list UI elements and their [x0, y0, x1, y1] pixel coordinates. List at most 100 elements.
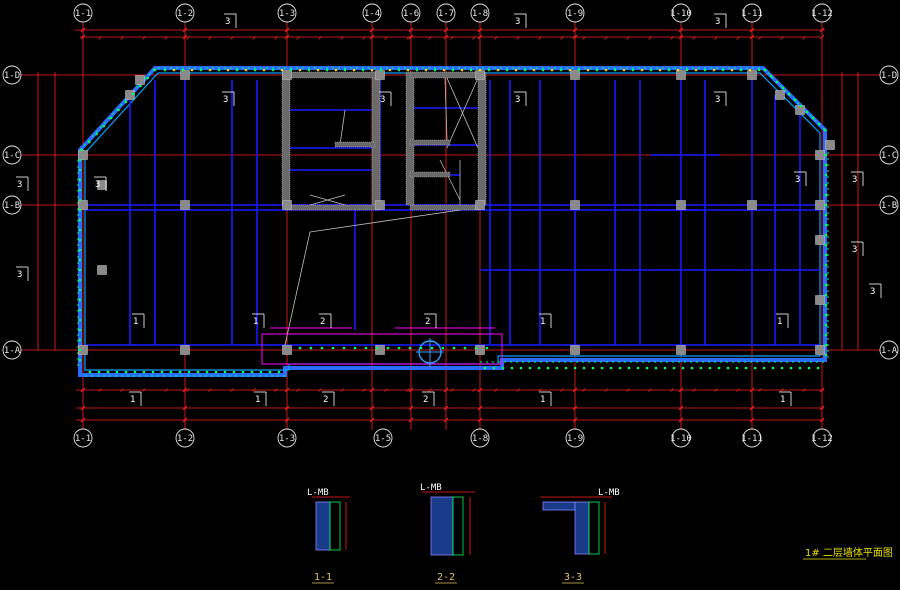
dim-tick	[516, 388, 520, 392]
dim-tick	[406, 36, 410, 40]
rebar-marker	[325, 68, 329, 72]
section-mark: 1	[132, 313, 145, 328]
grid-bubble-circle	[879, 65, 899, 85]
section-mark: 2	[424, 313, 437, 328]
section-mark: 2	[319, 313, 332, 328]
rebar-marker	[739, 68, 743, 72]
dim-tick	[670, 36, 674, 40]
rebar-marker	[397, 68, 401, 72]
dim-tick	[284, 417, 290, 423]
rebar-marker	[419, 346, 423, 350]
section-mark: 3	[514, 13, 527, 28]
dim-tick	[142, 388, 146, 392]
grid-bubble-top-1-2: 1-2	[175, 3, 195, 23]
section-mark-label: 1	[133, 317, 138, 327]
rebar-marker	[514, 68, 518, 72]
rebar-marker	[343, 68, 347, 72]
rebar-marker	[117, 108, 120, 112]
section-mark: 1	[539, 313, 552, 328]
grid-bubble-top-1-9: 1-9	[565, 3, 585, 23]
dim-tick	[408, 34, 414, 40]
dim-tick	[182, 27, 188, 33]
dim-tick	[80, 387, 86, 393]
rebar-marker	[532, 68, 536, 72]
rebar-marker	[352, 68, 356, 72]
dim-tick	[182, 387, 188, 393]
rebar-marker	[649, 68, 653, 72]
grid-bubble-label: 1-12	[811, 9, 833, 19]
dim-tick	[164, 388, 168, 392]
rebar-marker	[415, 68, 419, 72]
section-detail-2-2: L-MB 2-2	[420, 483, 475, 584]
section-mark-label: 2	[423, 395, 428, 405]
grid-bubble-right-1-D: 1-D	[879, 65, 899, 85]
rebar-marker	[824, 183, 828, 187]
rebar-marker	[730, 68, 734, 72]
rebar-marker	[78, 358, 82, 362]
column	[570, 200, 580, 210]
rebar-marker	[757, 68, 761, 72]
rebar-marker	[78, 258, 82, 262]
section-mark-label: 1	[255, 395, 260, 405]
section-2-tag: L-MB	[420, 483, 442, 493]
dim-tick	[443, 387, 449, 393]
dim-tick	[477, 417, 483, 423]
dim-tick	[80, 34, 86, 40]
rebar-marker	[636, 366, 640, 370]
rebar-marker	[824, 223, 828, 227]
section-mark-label: 3	[715, 95, 720, 105]
column	[815, 150, 825, 160]
dim-tick	[186, 36, 190, 40]
rebar-marker	[654, 366, 658, 370]
grid-bubble-label: 1-11	[741, 434, 763, 444]
grid-bubble-label: 1-3	[279, 434, 295, 444]
rebar-marker	[712, 68, 716, 72]
column	[282, 200, 292, 210]
column	[775, 90, 785, 100]
rebar-marker	[106, 370, 110, 374]
section-mark-label: 3	[515, 95, 520, 105]
rebar-marker	[199, 68, 203, 72]
rebar-marker	[600, 366, 604, 370]
rebar-marker	[811, 116, 815, 120]
rebar-marker	[95, 132, 98, 136]
grid-bubble-label: 1-C	[4, 151, 20, 161]
rebar-marker	[824, 263, 828, 267]
grid-bubble-circle	[401, 3, 421, 23]
dim-tick	[477, 27, 483, 33]
rebar-marker	[320, 346, 324, 350]
column	[676, 200, 686, 210]
column	[795, 105, 805, 115]
grid-bubble-circle	[671, 428, 691, 448]
rebar-marker	[824, 243, 828, 247]
rebar-marker	[289, 68, 293, 72]
rebar-marker	[433, 68, 437, 72]
dim-tick	[758, 36, 762, 40]
dim-tick	[819, 417, 825, 423]
dim-tick	[477, 405, 483, 411]
rebar-marker	[582, 366, 586, 370]
rebar-marker	[441, 346, 445, 350]
dim-tick	[736, 36, 740, 40]
rebar-marker	[771, 366, 775, 370]
section-mark: 2	[322, 391, 335, 406]
section-mark-label: 3	[17, 270, 22, 280]
rebar-marker	[787, 92, 791, 96]
rebar-marker	[694, 68, 698, 72]
rebar-marker	[528, 366, 532, 370]
rebar-marker	[463, 346, 467, 350]
dim-tick	[538, 36, 542, 40]
section-mark-label: 3	[870, 287, 875, 297]
dim-tick	[802, 36, 806, 40]
grid-row-lines	[20, 74, 880, 351]
rebar-marker	[478, 68, 482, 72]
rebar-marker	[485, 346, 489, 350]
rebar-marker	[789, 366, 793, 370]
section-mark: 3	[851, 241, 864, 256]
dim-tick	[369, 27, 375, 33]
grid-bubble-left-1-B: 1-B	[2, 195, 22, 215]
grid-bubble-label: 1-9	[567, 434, 583, 444]
core-wall-segment	[477, 71, 487, 206]
